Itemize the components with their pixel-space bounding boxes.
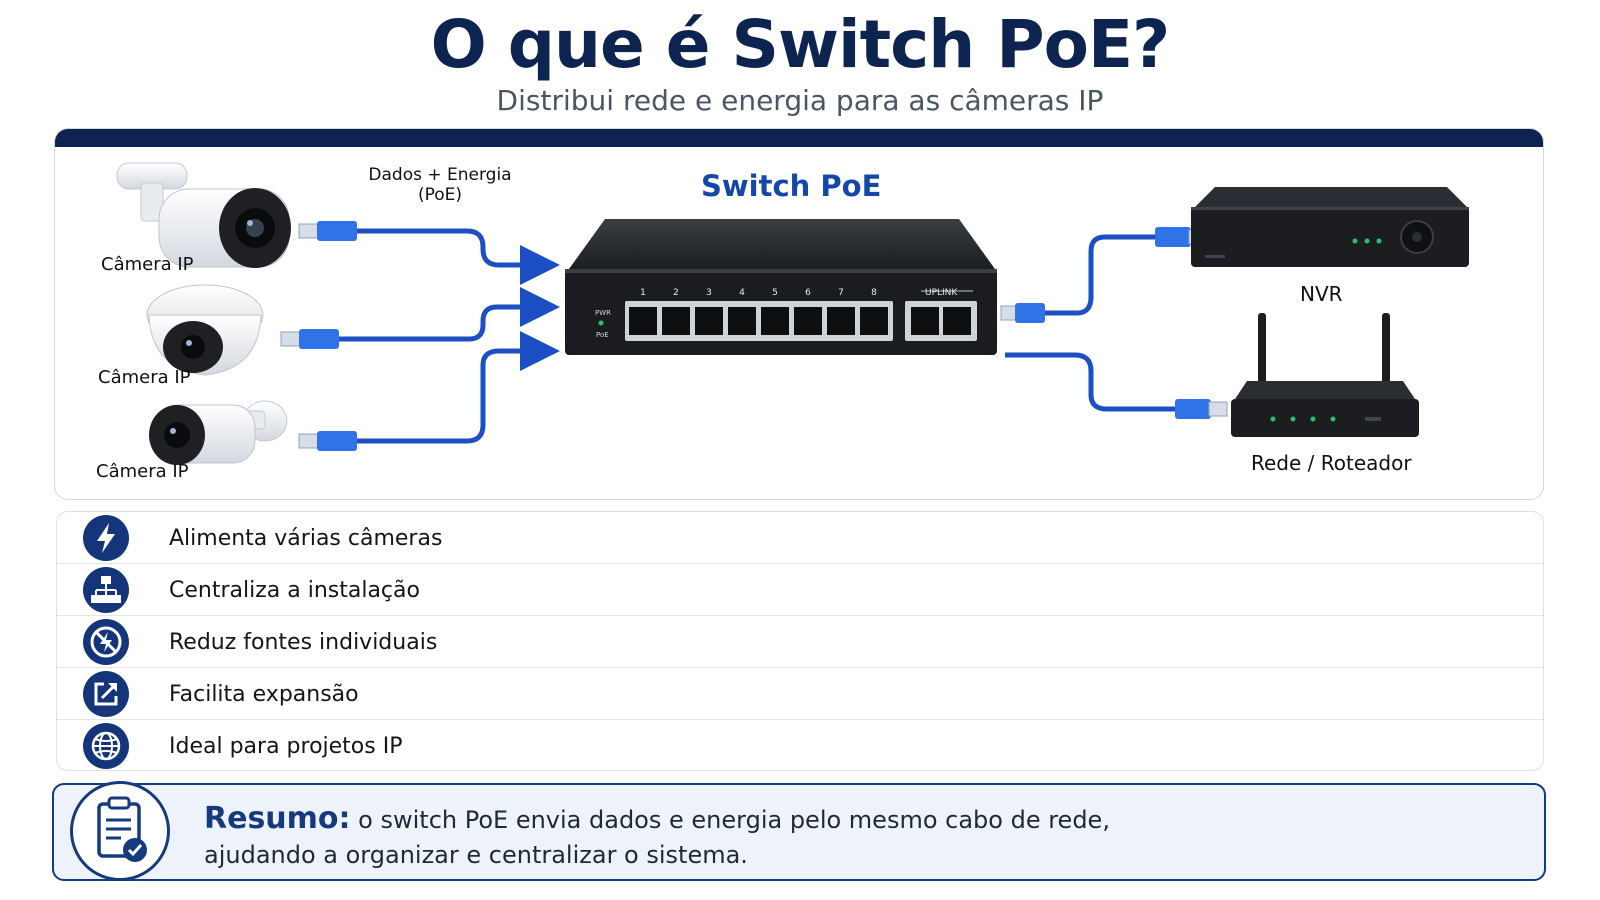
globe-icon [91, 731, 121, 761]
poe-switch-icon [565, 219, 997, 355]
clipboard-check-icon [97, 796, 147, 862]
switch-port-frame [625, 301, 893, 341]
router-device-icon [1231, 313, 1419, 437]
switch-port-label: 1 [640, 288, 646, 298]
feature-text: Alimenta várias câmeras [169, 526, 443, 551]
switch-port [761, 307, 789, 335]
feature-icon-badge [83, 671, 129, 717]
feature-icon-badge [83, 567, 129, 613]
feature-text: Centraliza a instalação [169, 578, 420, 603]
switch-port-label: 3 [706, 288, 712, 298]
summary-line-1: Resumo: o switch PoE envia dados e energ… [204, 801, 1110, 836]
page-title: O que é Switch PoE? [430, 6, 1171, 83]
switch-port [695, 307, 723, 335]
rj45-connector-icon [280, 329, 339, 349]
feature-text: Reduz fontes individuais [169, 630, 438, 655]
camera-label-3: Câmera IP [96, 461, 189, 482]
nvr-device-icon [1191, 187, 1469, 267]
poe-cables-left [335, 228, 560, 444]
switch-port-label: 2 [673, 288, 679, 298]
cable-camera-1 [355, 228, 560, 285]
no-power-supply-icon [90, 626, 122, 658]
switch-pwr-label: PWR [595, 309, 611, 317]
bullet-camera-1-icon [116, 162, 291, 268]
nvr-label: NVR [1300, 282, 1343, 306]
camera-label-2: Câmera IP [98, 367, 191, 388]
feature-icon-badge [83, 723, 129, 769]
poe-cables-right [1005, 234, 1185, 412]
summary-line-2: ajudando a organizar e centralizar o sis… [204, 841, 748, 869]
switch-port-label: 7 [838, 288, 844, 298]
diagram-svg: PWR PoE UPLINK 1 2 3 4 5 6 7 8 [116, 162, 1469, 465]
switch-port [662, 307, 690, 335]
camera-label-1: Câmera IP [101, 254, 194, 275]
cable-router [1005, 352, 1185, 412]
switch-port [860, 307, 888, 335]
summary-box: Resumo: o switch PoE envia dados e energ… [52, 781, 1546, 881]
feature-row-power: Alimenta várias câmeras [57, 512, 1543, 564]
rj45-connector-icon [298, 221, 357, 241]
switch-port [728, 307, 756, 335]
feature-icon-badge [83, 515, 129, 561]
feature-row-expand: Facilita expansão [57, 668, 1543, 720]
switch-poe-label: PoE [596, 331, 609, 339]
feature-row-centralize: Centraliza a instalação [57, 564, 1543, 616]
feature-row-reduce: Reduz fontes individuais [57, 616, 1543, 668]
summary-key: Resumo: [204, 801, 351, 836]
cable-camera-2 [335, 287, 560, 342]
panel-header-bar [55, 129, 1543, 147]
cable-nvr [1039, 234, 1165, 316]
switch-port [629, 307, 657, 335]
bullet-camera-2-icon [149, 400, 288, 465]
page-subtitle: Distribui rede e energia para as câmeras… [496, 84, 1104, 117]
diagram-panel: PWR PoE UPLINK 1 2 3 4 5 6 7 8 [54, 128, 1544, 500]
summary-text-1: o switch PoE envia dados e energia pelo … [358, 806, 1110, 834]
router-label: Rede / Roteador [1251, 451, 1412, 475]
switch-port-label: 6 [805, 288, 811, 298]
features-list: Alimenta várias câmeras Centraliza a ins… [56, 511, 1544, 771]
rj45-connector-icon [1175, 399, 1228, 419]
cable-label-line1: Dados + Energia [368, 165, 512, 185]
feature-text: Ideal para projetos IP [169, 734, 403, 759]
switch-port-label: 4 [739, 288, 745, 298]
switch-uplink-label: UPLINK [925, 288, 958, 298]
feature-text: Facilita expansão [169, 682, 359, 707]
switch-port-label: 8 [871, 288, 877, 298]
rj45-connector-icon [298, 431, 357, 451]
switch-port-label: 5 [772, 288, 778, 298]
lightning-icon [97, 523, 115, 553]
switch-port [794, 307, 822, 335]
network-hierarchy-icon [91, 576, 121, 603]
cable-camera-3 [355, 331, 560, 444]
switch-title: Switch PoE [701, 169, 882, 203]
feature-row-ip: Ideal para projetos IP [57, 720, 1543, 770]
cable-label-line2: (PoE) [417, 185, 463, 205]
expand-icon [94, 682, 118, 706]
switch-port [827, 307, 855, 335]
cable-label: Dados + Energia (PoE) [365, 165, 515, 205]
summary-icon-badge [70, 781, 170, 881]
feature-icon-badge [83, 619, 129, 665]
rj45-connector-icon [1000, 303, 1045, 323]
dome-camera-icon [146, 284, 264, 376]
